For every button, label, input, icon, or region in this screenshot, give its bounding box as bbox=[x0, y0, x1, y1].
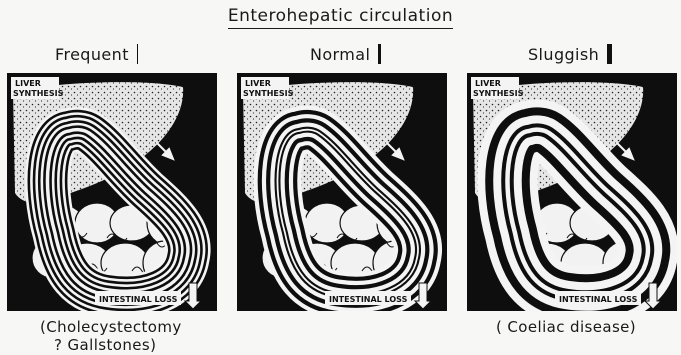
caption-coeliac: ( Coeliac disease) bbox=[496, 318, 636, 336]
flow-arrow-icon bbox=[387, 143, 403, 159]
svg-text:SYNTHESIS: SYNTHESIS bbox=[243, 89, 294, 98]
caption-cholecystectomy: (Cholecystectomy ? Gallstones) bbox=[40, 318, 182, 354]
diagram-title: Enterohepatic circulation bbox=[0, 6, 681, 26]
flow-arrow-icon bbox=[157, 143, 173, 159]
column-label-normal: Normal bbox=[310, 44, 381, 64]
svg-text:SYNTHESIS: SYNTHESIS bbox=[13, 89, 64, 98]
svg-text:INTESTINAL LOSS: INTESTINAL LOSS bbox=[559, 295, 638, 304]
column-label-sluggish: Sluggish bbox=[528, 44, 612, 64]
svg-text:INTESTINAL LOSS: INTESTINAL LOSS bbox=[99, 295, 178, 304]
svg-text:INTESTINAL LOSS: INTESTINAL LOSS bbox=[329, 295, 408, 304]
rate-bar-sluggish bbox=[607, 44, 612, 64]
rate-bar-frequent bbox=[137, 44, 138, 64]
svg-text:LIVER: LIVER bbox=[15, 79, 41, 88]
rate-bar-normal bbox=[378, 44, 381, 64]
flow-arrow-icon bbox=[617, 143, 633, 159]
column-label-frequent: Frequent bbox=[55, 44, 138, 64]
svg-text:LIVER: LIVER bbox=[245, 79, 271, 88]
svg-text:LIVER: LIVER bbox=[475, 79, 501, 88]
svg-text:SYNTHESIS: SYNTHESIS bbox=[473, 89, 524, 98]
